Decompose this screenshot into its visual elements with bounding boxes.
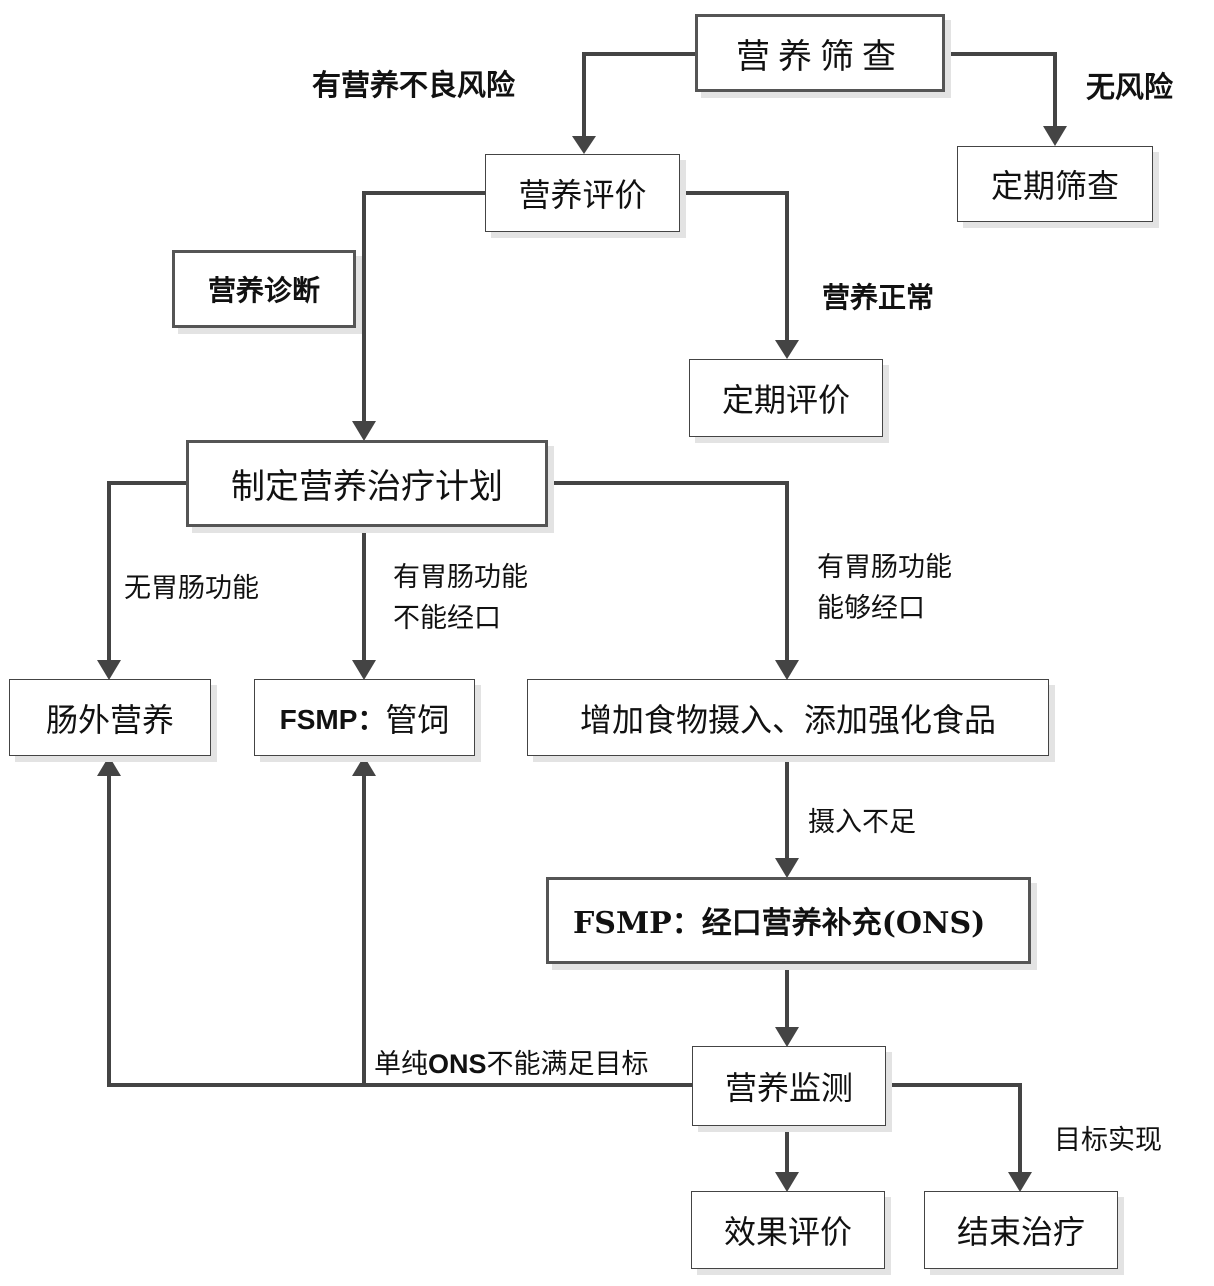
arrowhead — [97, 756, 121, 776]
node-monitoring: 营养监测 — [692, 1046, 886, 1126]
node-monitoring-label: 营养监测 — [724, 1069, 853, 1107]
arrowhead — [775, 340, 799, 359]
node-screening: 营养筛查 — [695, 14, 945, 92]
node-diagnosis-label: 营养诊断 — [207, 274, 320, 307]
edge-monitoring-to-parenteral — [107, 772, 692, 1087]
edge-label-risk: 有营养不良风险 — [312, 68, 516, 102]
arrowhead — [1008, 1172, 1032, 1192]
node-effect-evaluation: 效果评价 — [691, 1191, 885, 1269]
arrowhead — [1043, 126, 1067, 146]
arrowhead — [352, 756, 376, 776]
arrowhead — [352, 421, 376, 441]
edge-screening-to-periodic — [945, 52, 1057, 132]
node-effect-evaluation-label: 效果评价 — [723, 1213, 852, 1251]
node-screening-label: 营养筛查 — [736, 36, 904, 77]
arrowhead — [775, 1172, 799, 1192]
node-periodic-screening-label: 定期筛查 — [990, 167, 1119, 205]
edge-label-gi-no-oral-1: 有胃肠功能 — [393, 562, 528, 592]
node-parenteral: 肠外营养 — [9, 679, 211, 756]
arrowhead — [352, 660, 376, 680]
edge-assessment-to-plan — [362, 191, 485, 425]
node-food-intake: 增加食物摄入、添加强化食品 — [527, 679, 1049, 756]
arrowhead — [775, 660, 799, 680]
edge-monitoring-to-end — [886, 1083, 1022, 1177]
node-periodic-assessment: 定期评价 — [689, 359, 883, 437]
edge-label-gi-no-oral-2: 不能经口 — [393, 603, 501, 633]
node-ons: FSMP：经口营养补充(ONS) — [546, 877, 1031, 964]
edge-label-insufficient: 摄入不足 — [808, 807, 916, 837]
node-assessment: 营养评价 — [485, 154, 680, 232]
node-diagnosis: 营养诊断 — [172, 250, 356, 328]
node-plan-label: 制定营养治疗计划 — [231, 467, 503, 507]
arrowhead — [97, 660, 121, 680]
edge-label-goal-met: 目标实现 — [1054, 1125, 1162, 1155]
arrowhead — [775, 1027, 799, 1047]
node-end-treatment-label: 结束治疗 — [956, 1213, 1085, 1251]
ons-fail-post: 不能满足目标 — [486, 1049, 649, 1079]
edge-label-normal: 营养正常 — [822, 281, 935, 314]
node-parenteral-label: 肠外营养 — [45, 700, 174, 739]
edge-label-ons-fail: 单纯ONS不能满足目标 — [374, 1042, 649, 1081]
node-plan: 制定营养治疗计划 — [186, 440, 548, 527]
node-end-treatment: 结束治疗 — [924, 1191, 1118, 1269]
node-periodic-assessment-label: 定期评价 — [721, 381, 850, 419]
arrowhead — [572, 136, 596, 154]
edge-plan-to-food — [554, 481, 789, 665]
edge-label-no-gi: 无胃肠功能 — [124, 573, 259, 603]
arrowhead — [775, 858, 799, 878]
edge-assessment-to-periodic — [680, 191, 789, 345]
node-food-intake-label: 增加食物摄入、添加强化食品 — [579, 700, 996, 739]
node-ons-label: FSMP：经口营养补充(ONS) — [573, 906, 986, 941]
node-tube-feeding: FSMP：管饲 — [254, 679, 475, 756]
node-tube-prefix: FSMP： — [279, 703, 386, 735]
node-periodic-screening: 定期筛查 — [957, 146, 1153, 222]
edge-plan-to-parenteral — [107, 481, 186, 665]
node-assessment-label: 营养评价 — [518, 176, 647, 214]
edge-screening-to-assessment — [582, 52, 697, 140]
ons-fail-pre: 单纯 — [374, 1049, 428, 1079]
edge-label-gi-oral-1: 有胃肠功能 — [817, 552, 952, 582]
ons-fail-bold: ONS — [428, 1049, 487, 1079]
edge-label-gi-oral-2: 能够经口 — [817, 593, 925, 623]
node-tube-label: 管饲 — [385, 700, 450, 739]
edge-label-no-risk: 无风险 — [1086, 70, 1174, 104]
